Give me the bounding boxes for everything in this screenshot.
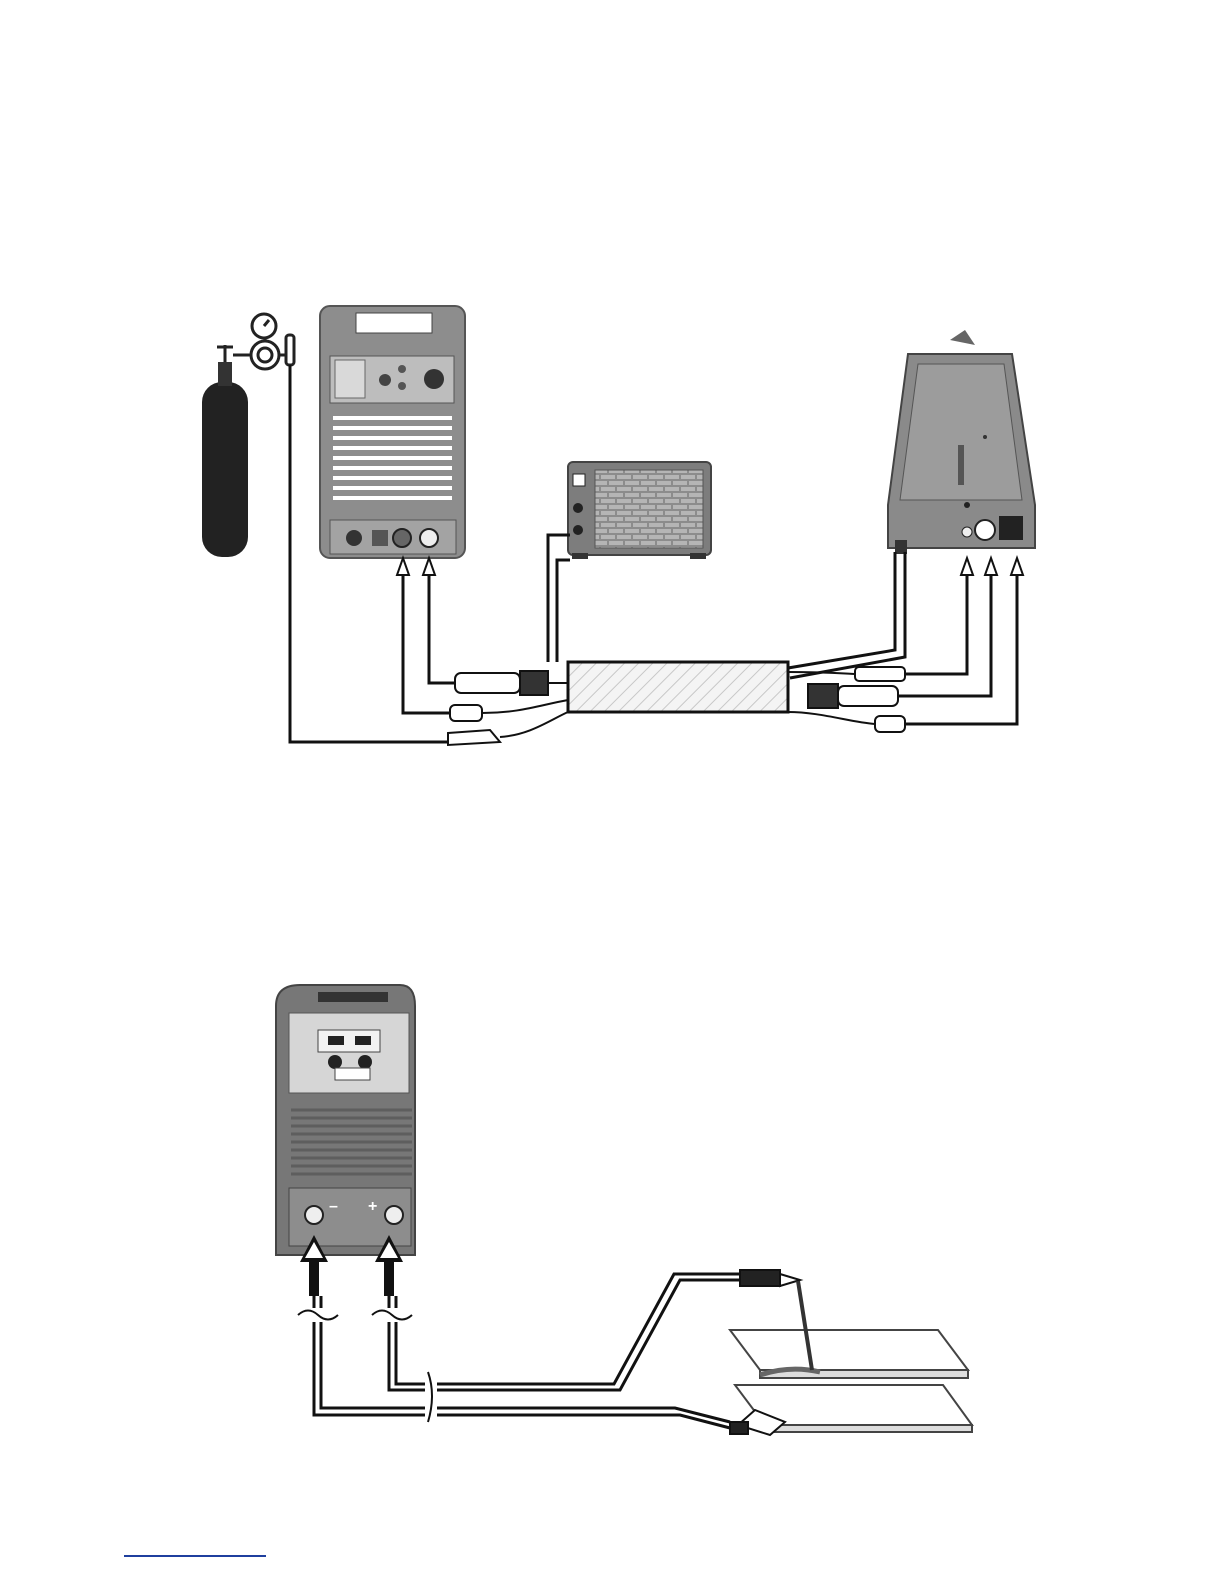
left-connectors (448, 671, 568, 745)
arrowheads (397, 558, 1023, 575)
cable-break-marks (298, 1308, 437, 1422)
socket-4-icon (420, 529, 438, 547)
arrow-up-icon (985, 558, 997, 575)
positive-terminal-label: + (368, 1198, 377, 1215)
current-knob-icon (328, 1055, 342, 1069)
wire-feeder (888, 330, 1035, 554)
socket-2-icon (372, 530, 388, 546)
footer-rule (124, 1555, 266, 1557)
right-connectors (788, 667, 905, 732)
negative-terminal-label: – (329, 1198, 338, 1215)
gas-cylinder (202, 362, 248, 557)
interconnection-cable (568, 662, 788, 712)
socket-3-icon (393, 529, 411, 547)
setup-diagram-mma-svg: – + (0, 970, 1224, 1450)
euro-connector-icon (975, 520, 995, 540)
power-source-vents (333, 418, 452, 498)
power-source (320, 306, 465, 558)
positive-terminal-icon (385, 1206, 403, 1224)
negative-terminal-icon (305, 1206, 323, 1224)
arrow-up-icon (423, 558, 435, 575)
arrow-up-icon (397, 558, 409, 575)
arrow-up-icon (1011, 558, 1023, 575)
welding-cables (314, 1274, 740, 1428)
cooling-unit (568, 462, 711, 559)
pressure-regulator (217, 314, 294, 369)
setup-diagram-mma: – + (0, 970, 1224, 1450)
voltage-knob-icon (358, 1055, 372, 1069)
mma-power-source: – + (276, 985, 415, 1255)
arrow-up-icon (961, 558, 973, 575)
setup-diagram-mig-svg (0, 0, 1224, 800)
setup-diagram-mig (0, 0, 1224, 800)
socket-1-icon (346, 530, 362, 546)
control-socket-icon (999, 516, 1023, 540)
